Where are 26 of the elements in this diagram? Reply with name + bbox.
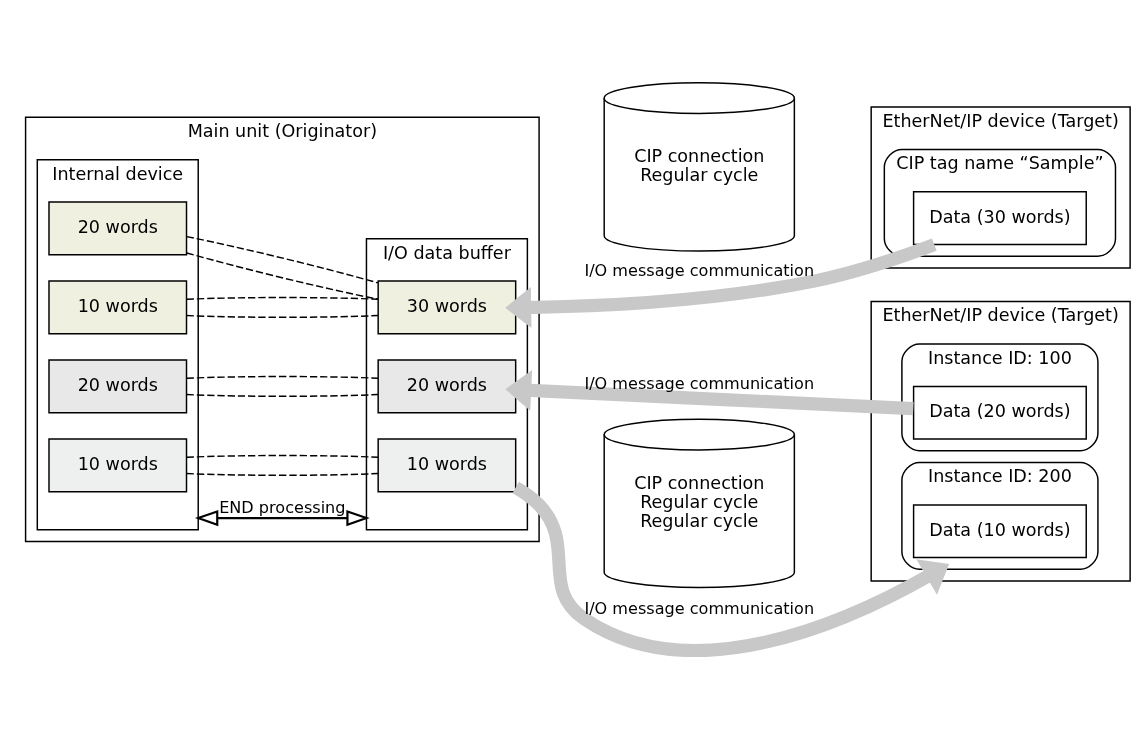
connector <box>186 235 379 284</box>
node-box: 10 words <box>48 438 188 493</box>
node-box: 10 words <box>48 280 188 335</box>
connector <box>186 393 379 398</box>
node-box: 30 words <box>377 280 517 335</box>
connector <box>186 454 379 458</box>
connector <box>186 314 379 319</box>
arrow <box>512 481 950 657</box>
edge-label: I/O message communication <box>584 261 815 281</box>
node-box: Data (30 words) <box>912 191 1087 246</box>
node-box: Data (10 words) <box>912 504 1087 559</box>
edge-label: END processing <box>219 498 346 518</box>
arrow <box>194 509 370 527</box>
connector <box>186 252 379 300</box>
node-box: 20 words <box>48 201 188 256</box>
arrow <box>505 238 937 328</box>
edge-label: I/O message communication <box>584 599 815 619</box>
connector <box>186 296 379 300</box>
node-box: 10 words <box>377 438 517 493</box>
node-box: Data (20 words) <box>912 385 1087 440</box>
edge-label: I/O message communication <box>584 374 815 394</box>
node-box: 20 words <box>48 359 188 414</box>
node-box: 20 words <box>377 359 517 414</box>
connector <box>186 375 379 379</box>
arrow <box>505 369 914 416</box>
connector <box>186 472 379 477</box>
